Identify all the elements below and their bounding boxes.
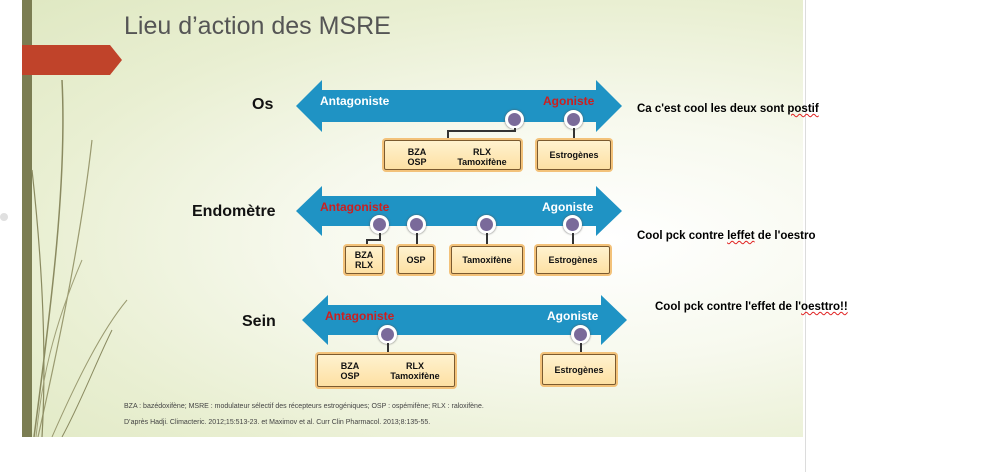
footnote-source: D’après Hadji. Climacteric. 2012;15:513-… [124,419,431,426]
drug-box-col1: BZA OSP [340,361,360,381]
connector-line [573,128,575,140]
section-label-sein: Sein [242,313,276,330]
comment-os: Ca c'est cool les deux sont postif [637,103,819,115]
grass-decoration [31,79,128,437]
drug-box-bza-rlx: BZA RLX [345,246,383,274]
section-label-endometre: Endomètre [192,203,276,220]
antagonist-label-os: Antagoniste [320,94,390,108]
drug-box-estrogenes: Estrogènes [537,140,611,170]
drug-box-estrogenes: Estrogènes [542,354,616,385]
page-edge [805,0,806,472]
comment-sein: Cool pck contre l'effet de l'oesttro!! [655,301,848,313]
section-label-os: Os [252,96,274,113]
comment-text: Ca c'est cool les deux sont postif [637,103,819,115]
drug-box-text: Estrogènes [549,150,599,160]
drug-box-osp: OSP [398,246,434,274]
connector-line [572,233,574,245]
title-banner-shape [22,45,122,75]
connector-line [387,343,389,353]
drug-box-tamoxifene: Tamoxifène [451,246,523,274]
connector-line [486,233,488,245]
receptor-dot-icon [477,215,496,234]
drug-box-bza-osp-rlx-tamoxifene: BZA OSP RLX Tamoxifène [384,140,521,170]
antagonist-label-endometre: Antagoniste [320,200,390,214]
drug-box-col1: BZA OSP [407,147,427,167]
drug-box-col2: RLX Tamoxifène [457,147,507,167]
comment-endometre: Cool pck contre leffet de l'oestro [637,230,815,242]
receptor-dot-icon [571,325,590,344]
connector-line [447,130,516,132]
agonist-label-os: Agoniste [543,94,595,108]
connector-line [366,239,368,247]
agonist-label-endometre: Agoniste [542,200,594,214]
receptor-dot-icon [378,325,397,344]
receptor-dot-icon [563,215,582,234]
spectrum-arrow-os [296,80,622,132]
antagonist-label-sein: Antagoniste [325,309,395,323]
connector-line [379,233,381,241]
receptor-dot-icon [564,110,583,129]
drug-box-text: Tamoxifène [462,255,512,265]
drug-box-text: BZA RLX [354,250,374,270]
connector-line [366,239,381,241]
footnote-abbreviations: BZA : bazédoxifène; MSRE : modulateur sé… [124,403,484,410]
drug-box-col2: RLX Tamoxifène [390,361,440,381]
connector-line [447,130,449,140]
receptor-dot-icon [370,215,389,234]
receptor-dot-icon [505,110,524,129]
drug-box-bza-osp-rlx-tamoxifene: BZA OSP RLX Tamoxifène [317,354,455,387]
drug-box-estrogenes: Estrogènes [536,246,610,274]
drug-box-text: Estrogènes [554,364,604,375]
connector-line [416,233,418,245]
receptor-dot-icon [407,215,426,234]
comment-text: Cool pck contre l'effet de l'oesttro!! [655,301,848,313]
drug-box-text: Estrogènes [548,255,598,265]
connector-line [580,343,582,353]
drug-box-text: OSP [406,255,426,265]
slide: Lieu d’action des MSRE Os Antagoniste Ag… [22,0,803,437]
margin-handle[interactable] [0,213,8,221]
agonist-label-sein: Agoniste [547,309,599,323]
slide-left-strip [22,0,32,437]
slide-title: Lieu d’action des MSRE [124,12,391,40]
comment-text: Cool pck contre leffet de l'oestro [637,230,816,242]
